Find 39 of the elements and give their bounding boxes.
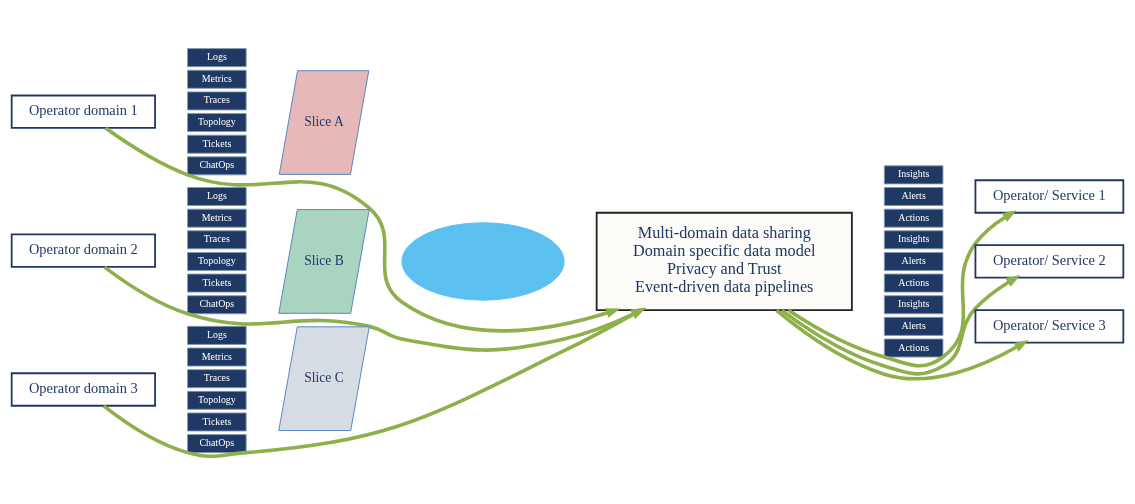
node-box: Operator domain 3 [10, 371, 156, 407]
node-box: Logs [187, 325, 247, 345]
node-box: Logs [187, 186, 247, 206]
node-box: Alerts [883, 251, 944, 271]
node-box: Metrics [187, 347, 247, 366]
arrow [780, 274, 1021, 376]
node-box: Tickets [187, 134, 247, 154]
node-box: Logs [187, 47, 247, 67]
node-box: ChatOps [187, 433, 247, 453]
node-box: Traces [187, 90, 247, 110]
node-box: Insights [883, 229, 944, 249]
node-box: Tickets [187, 273, 247, 293]
node-box: Operator/ Service 2 [974, 243, 1125, 279]
node-box: Actions [883, 338, 944, 357]
node-box: Metrics [187, 69, 247, 89]
arrow [775, 308, 1029, 380]
node-box: Operator domain 2 [10, 233, 156, 268]
node-box: Topology [187, 251, 247, 271]
node-box: Actions [883, 273, 944, 293]
node-cloud [401, 221, 565, 301]
node-box: Operator/ Service 1 [974, 178, 1125, 214]
arrow [787, 209, 1017, 368]
node-box: Traces [187, 229, 247, 249]
node-box: Actions [883, 208, 944, 228]
node-box: Multi-domain data sharing Domain specific data model Privacy and Trust Event-driven data pipelines [595, 211, 853, 311]
node-box: Topology [187, 112, 247, 132]
node-box: Topology [187, 390, 247, 410]
node-box: Tickets [187, 412, 247, 431]
node-box: Metrics [187, 208, 247, 228]
node-box: Operator domain 1 [10, 94, 156, 129]
node-box: ChatOps [187, 294, 247, 314]
node-box: Insights [883, 164, 944, 184]
node-box: Operator/ Service 3 [974, 308, 1125, 343]
node-box: Traces [187, 368, 247, 388]
node-box: Alerts [883, 316, 944, 336]
arrow [104, 126, 621, 333]
node-box: Insights [883, 294, 944, 314]
node-box: ChatOps [187, 155, 247, 175]
node-box: Alerts [883, 186, 944, 206]
